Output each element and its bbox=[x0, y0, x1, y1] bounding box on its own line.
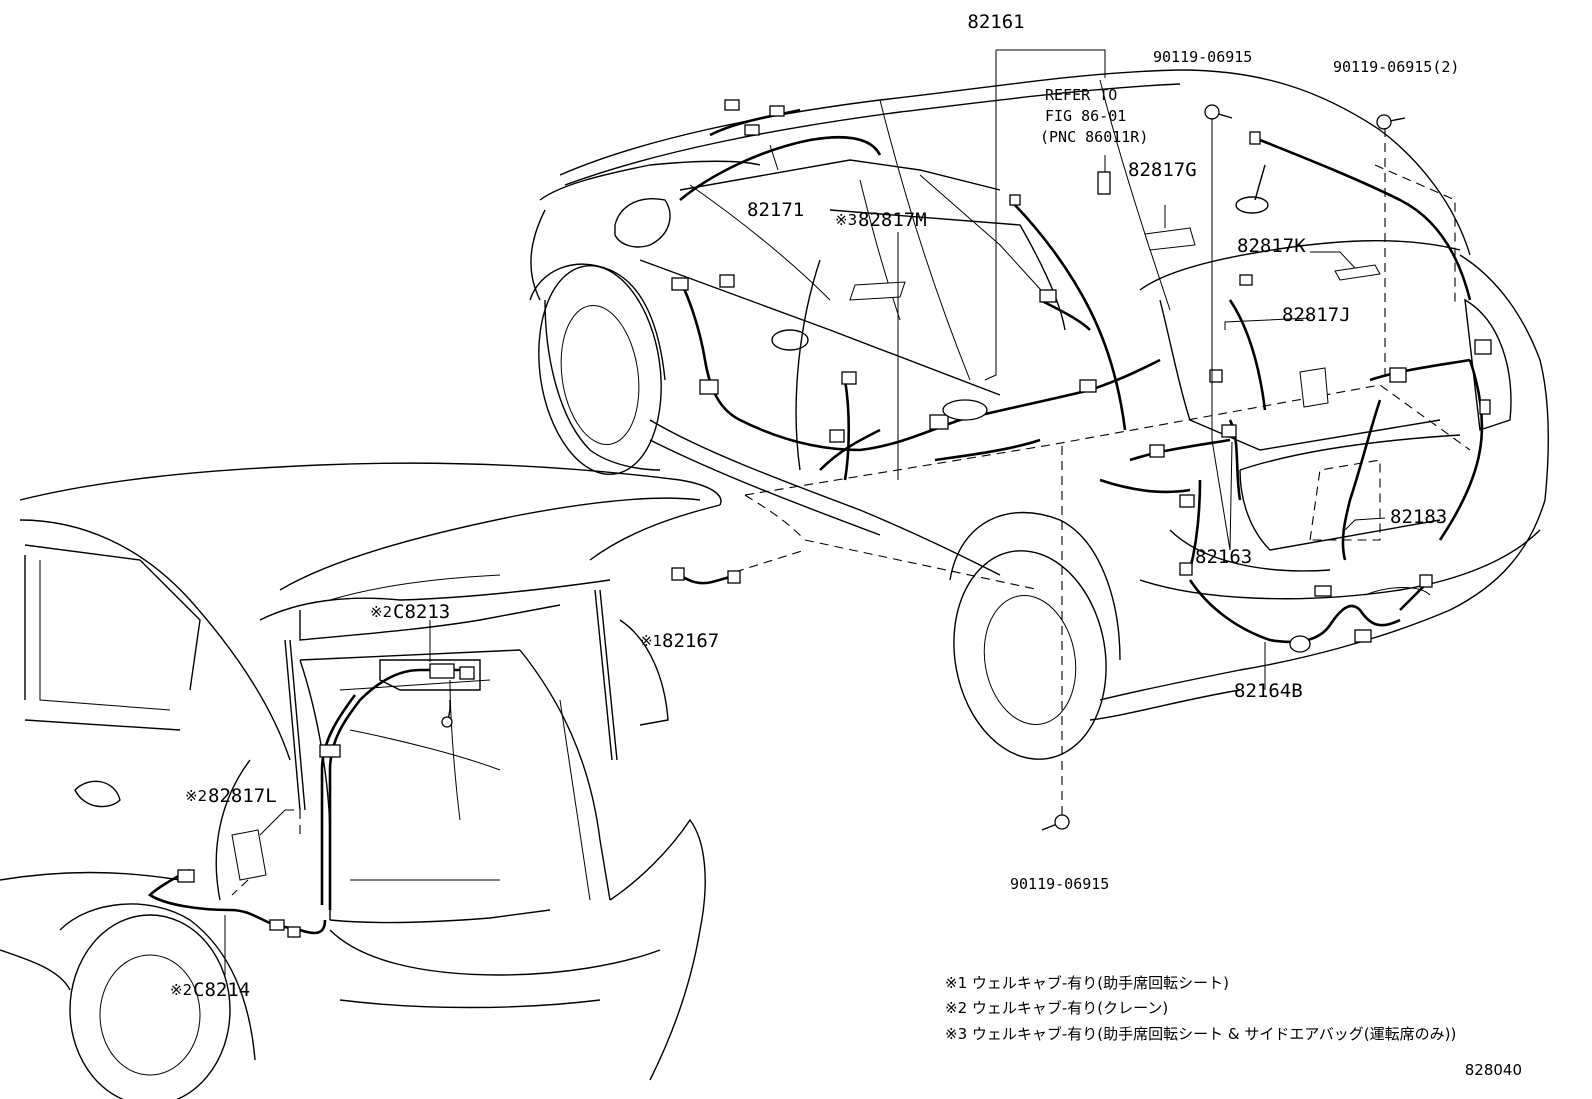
label-refer-line2: FIG 86-01 bbox=[1045, 107, 1126, 125]
part-labels: 82161 REFER TO FIG 86-01 (PNC 86011R) 90… bbox=[170, 11, 1459, 1001]
antenna-mast bbox=[1254, 164, 1266, 201]
label-C8213-mark: ※2 bbox=[370, 603, 392, 621]
label-bolt-top-right: 90119-06915(2) bbox=[1333, 58, 1459, 76]
antenna-base bbox=[1235, 196, 1269, 214]
label-82163: 82163 bbox=[1195, 546, 1252, 568]
label-82167: 82167 bbox=[662, 630, 719, 652]
bolt-icon bbox=[1204, 104, 1233, 120]
pad-82817M bbox=[849, 281, 906, 301]
pad-82817J bbox=[1299, 367, 1329, 408]
notes-legend: ※1 ウェルキャブ-有り(助手席回転シート) ※2 ウェルキャブ-有り(クレーン… bbox=[945, 974, 1456, 1043]
label-C8213: C8213 bbox=[393, 601, 450, 623]
wire-harness-82161 bbox=[671, 194, 1161, 481]
label-C8214-mark: ※2 bbox=[170, 981, 192, 999]
note-3: ※3 ウェルキャブ-有り(助手席回転シート & サイドエアバッグ(運転席のみ)) bbox=[945, 1025, 1456, 1043]
pad-82817K bbox=[1334, 264, 1381, 281]
wire-harness-82164B bbox=[1188, 574, 1433, 653]
label-82817L-mark: ※2 bbox=[185, 787, 207, 805]
main-vehicle-outline bbox=[529, 69, 1549, 760]
leader-lines-left bbox=[224, 620, 431, 975]
label-82171: 82171 bbox=[747, 199, 804, 221]
leader-lines bbox=[734, 49, 1386, 815]
note-2: ※2 ウェルキャブ-有り(クレーン) bbox=[945, 999, 1168, 1017]
label-82817M: 82817M bbox=[858, 209, 927, 231]
label-82183: 82183 bbox=[1390, 506, 1447, 528]
connector-86011R bbox=[1097, 171, 1111, 195]
label-82817G: 82817G bbox=[1128, 159, 1197, 181]
bolt-icon bbox=[1376, 114, 1406, 130]
bolt-icon bbox=[1041, 814, 1070, 831]
label-refer-line1: REFER TO bbox=[1045, 86, 1117, 104]
wire-harness-C8214 bbox=[147, 868, 327, 938]
label-C8214: C8214 bbox=[193, 979, 250, 1001]
wire-harness-C8213 bbox=[319, 659, 481, 910]
label-82161: 82161 bbox=[967, 11, 1024, 33]
label-refer-line3: (PNC 86011R) bbox=[1040, 128, 1148, 146]
label-82164B: 82164B bbox=[1234, 680, 1303, 702]
label-82817L: 82817L bbox=[208, 785, 277, 807]
wire-harness-82183 bbox=[1209, 131, 1492, 561]
label-82817M-mark: ※3 bbox=[835, 211, 857, 229]
main-vehicle-pads bbox=[849, 164, 1381, 408]
rear-vehicle-outline bbox=[0, 462, 722, 1099]
label-82817J: 82817J bbox=[1282, 304, 1351, 326]
label-bolt-top: 90119-06915 bbox=[1153, 48, 1252, 66]
wire-harness-82163 bbox=[1099, 419, 1242, 576]
wire-harness-82171 bbox=[679, 99, 882, 201]
label-82167-mark: ※1 bbox=[640, 632, 662, 650]
pad-82817L bbox=[231, 829, 267, 881]
note-1: ※1 ウェルキャブ-有り(助手席回転シート) bbox=[945, 974, 1229, 992]
wire-harness-82167 bbox=[671, 567, 741, 585]
label-82817K: 82817K bbox=[1237, 235, 1306, 257]
label-bolt-bottom: 90119-06915 bbox=[1010, 875, 1109, 893]
figure-code: 828040 bbox=[1465, 1061, 1522, 1079]
pad-82817G bbox=[1144, 227, 1196, 251]
